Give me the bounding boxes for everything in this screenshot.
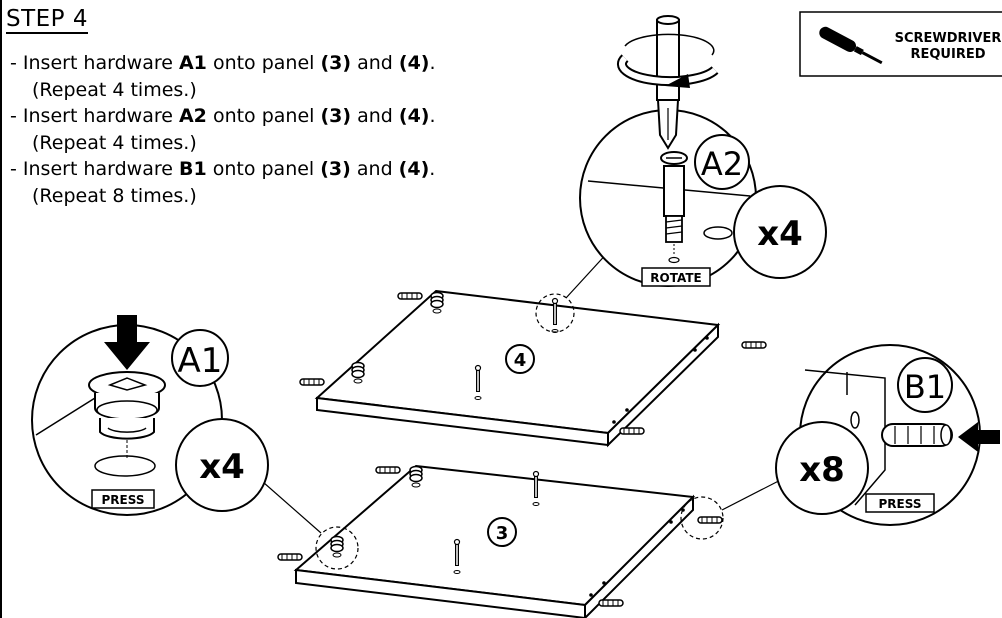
repeat-note: (Repeat 8 times.) bbox=[32, 184, 197, 207]
tool-line-2: REQUIRED bbox=[910, 47, 985, 62]
tool-line-1: SCREWDRIVER bbox=[895, 31, 1002, 46]
hardware-code: A1 bbox=[178, 52, 207, 74]
instruction-item: - Insert hardware A1 onto panel (3) and … bbox=[10, 50, 436, 103]
step-title: STEP 4 bbox=[6, 6, 88, 34]
repeat-note: (Repeat 4 times.) bbox=[32, 78, 197, 101]
screwdriver-icon bbox=[819, 26, 883, 65]
instruction-item: - Insert hardware B1 onto panel (3) and … bbox=[10, 156, 436, 209]
instruction-item: - Insert hardware A2 onto panel (3) and … bbox=[10, 103, 436, 156]
detail-a1: A1 x4 PRESS bbox=[31, 315, 269, 516]
press-arrow-icon bbox=[104, 315, 150, 370]
detail-marker-b1 bbox=[680, 496, 724, 540]
a2-count: x4 bbox=[757, 214, 803, 254]
panel-ref: (3) bbox=[320, 158, 351, 181]
panel-number-3: 3 bbox=[496, 523, 509, 544]
a2-label: A2 bbox=[701, 145, 743, 183]
panel-ref: (4) bbox=[398, 105, 430, 128]
detail-marker-a1 bbox=[315, 526, 359, 570]
b1-count: x8 bbox=[799, 450, 845, 490]
detail-b1: B1 x8 PRESS bbox=[775, 344, 1000, 526]
page-border bbox=[0, 0, 2, 618]
a1-count: x4 bbox=[199, 447, 245, 487]
b1-action: PRESS bbox=[879, 497, 922, 511]
hardware-code: A2 bbox=[178, 105, 207, 128]
a1-action: PRESS bbox=[102, 493, 145, 507]
b1-label: B1 bbox=[904, 368, 946, 406]
panel-ref: (4) bbox=[398, 52, 430, 74]
panel-ref: (3) bbox=[320, 52, 352, 74]
tool-required-box: SCREWDRIVER REQUIRED bbox=[799, 11, 1002, 77]
panel-ref: (3) bbox=[320, 105, 352, 128]
panel-3: 3 bbox=[277, 464, 723, 618]
repeat-note: (Repeat 4 times.) bbox=[32, 131, 197, 154]
instruction-list: - Insert hardware A1 onto panel (3) and … bbox=[10, 50, 436, 210]
panel-number-4: 4 bbox=[514, 350, 527, 371]
hardware-code: B1 bbox=[178, 158, 207, 181]
panel-ref: (4) bbox=[398, 158, 430, 181]
detail-marker-a2 bbox=[535, 293, 575, 333]
press-arrow-icon bbox=[958, 422, 1000, 452]
a2-action: ROTATE bbox=[650, 271, 701, 285]
a1-label: A1 bbox=[178, 341, 223, 381]
panel-4: 4 bbox=[299, 289, 767, 448]
detail-a2: A2 x4 ROTATE bbox=[579, 15, 827, 287]
